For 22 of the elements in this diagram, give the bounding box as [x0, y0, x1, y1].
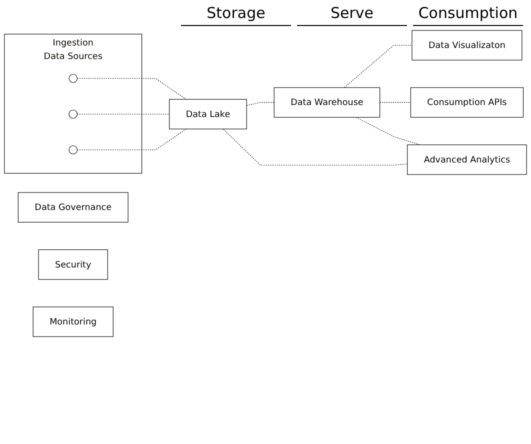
node-box: Data Governance [18, 192, 128, 222]
node-box: Monitoring [32, 306, 114, 337]
connector [380, 102, 411, 103]
column-heading: Storage [181, 4, 291, 26]
node-box: Data Warehouse [274, 87, 380, 118]
node-box: Data Visualizaton [412, 30, 522, 60]
connector [76, 78, 186, 100]
node-box: Advanced Analytics [407, 144, 527, 175]
node-box: Data Lake [169, 99, 247, 130]
column-heading: Serve [297, 4, 407, 26]
column-heading: Consumption [413, 4, 523, 26]
node-circle [68, 74, 78, 83]
node-box: Security [38, 249, 108, 280]
connector [76, 128, 186, 150]
connector [356, 117, 420, 146]
node-circle [68, 110, 78, 119]
cluster: Ingestion Data Sources [4, 34, 142, 174]
node-box: Consumption APIs [410, 87, 524, 118]
node-circle [68, 146, 78, 154]
connector [344, 44, 412, 88]
connector [246, 102, 274, 106]
connector [222, 128, 408, 166]
